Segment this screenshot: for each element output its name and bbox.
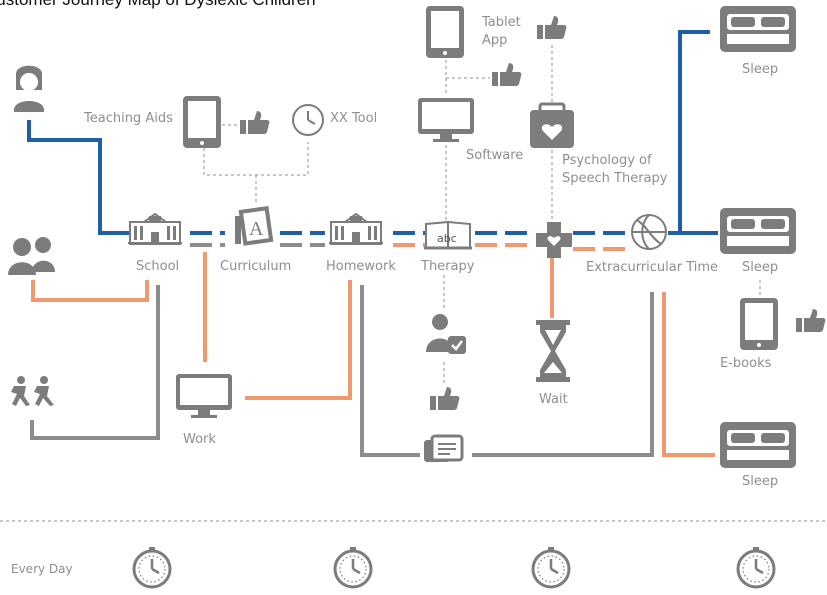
psychology-label: Psychology of Speech Therapy xyxy=(562,153,668,186)
work-label: Work xyxy=(183,432,216,447)
thumbs-up-icon xyxy=(796,309,826,332)
every-day-label: Every Day xyxy=(11,562,73,576)
therapy-label: Therapy xyxy=(421,259,475,274)
medical-cross-icon xyxy=(536,222,572,258)
curriculum-label: Curriculum xyxy=(220,259,292,274)
e-books-label: E-books xyxy=(720,356,772,371)
stopwatch-icon xyxy=(292,104,324,136)
bed-icon xyxy=(720,422,796,468)
bed-icon xyxy=(720,6,796,52)
sleep-mid-label: Sleep xyxy=(742,260,779,275)
sleep-top-label: Sleep xyxy=(742,62,779,77)
e-books-tablet-icon xyxy=(740,298,778,350)
basketball-icon xyxy=(631,214,667,250)
connector-lines xyxy=(27,30,718,457)
thumbs-up-icon xyxy=(492,63,522,86)
clock-icon xyxy=(736,545,776,589)
teaching-aids-tablet-icon xyxy=(183,96,221,148)
xx-tool-label: XX Tool xyxy=(330,111,378,126)
blue-path-to-sleep-top xyxy=(668,30,710,235)
blue-path-girl-to-school xyxy=(27,120,130,235)
parents-icon xyxy=(8,237,55,275)
running-kids-icon xyxy=(11,376,54,406)
orange-path-parents xyxy=(31,280,149,302)
doctor-icon xyxy=(426,314,466,354)
tablet-app-icon xyxy=(426,6,464,58)
thumbs-up-icon xyxy=(537,16,567,39)
sleep-bottom-label: Sleep xyxy=(742,474,779,489)
bed-icon xyxy=(720,208,796,254)
clock-icon xyxy=(132,545,172,589)
homework-building-icon xyxy=(328,213,384,245)
therapy-book-icon: abc xyxy=(424,220,472,250)
thumbs-up-icon xyxy=(240,111,270,134)
work-monitor-icon xyxy=(176,374,232,418)
software-label: Software xyxy=(466,148,524,163)
teaching-aids-label: Teaching Aids xyxy=(84,111,173,126)
clock-icon xyxy=(531,545,571,589)
clock-icon xyxy=(333,545,373,589)
homework-label: Homework xyxy=(326,259,396,274)
tablet-app-label: Tablet App xyxy=(482,15,521,48)
medical-kit-icon xyxy=(530,102,574,148)
curriculum-book-icon: A xyxy=(235,205,274,246)
girl-icon xyxy=(14,65,44,112)
school-label: School xyxy=(136,259,180,274)
gray-path-kids xyxy=(30,285,160,440)
svg-text:A: A xyxy=(249,218,264,240)
extracurricular-label: Extracurricular Time xyxy=(586,260,719,275)
chat-bubble-icon xyxy=(424,434,464,462)
svg-text:abc: abc xyxy=(437,232,457,245)
thin-dashed-connectors xyxy=(0,45,827,522)
thumbs-up-icon xyxy=(430,387,460,410)
wait-label: Wait xyxy=(539,392,568,407)
school-building-icon xyxy=(127,213,183,245)
hourglass-icon xyxy=(536,320,570,382)
software-monitor-icon xyxy=(418,98,474,142)
page-title: Customer Journey Map of Dyslexic Childre… xyxy=(0,0,316,10)
